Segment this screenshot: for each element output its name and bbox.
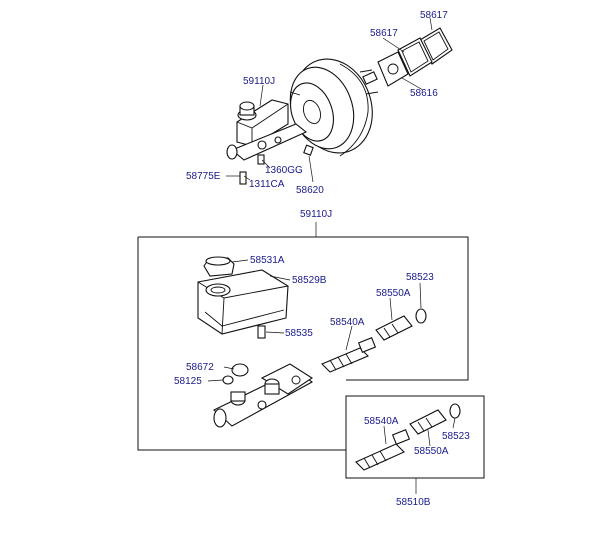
- piston-b: [355, 429, 411, 471]
- plug: [231, 363, 249, 377]
- leader-lines-top: [226, 17, 433, 183]
- label-sensor: 58775E: [186, 171, 221, 182]
- label-bolt-1360: 1360GG: [265, 165, 303, 176]
- grommet-b: [449, 403, 461, 419]
- label-grommet-a: 58523: [406, 272, 434, 283]
- label-plug-b: 58125: [174, 376, 202, 387]
- connector: [362, 71, 378, 85]
- label-kit: 58510B: [396, 497, 431, 508]
- label-grommet-b: 58523: [442, 431, 470, 442]
- label-reservoir: 58529B: [292, 275, 327, 286]
- master-cylinder-body: [213, 363, 314, 428]
- kit-box-outline: [345, 395, 485, 479]
- label-piston-a: 58540A: [330, 317, 365, 328]
- label-gasket-inner: 58617: [370, 28, 398, 39]
- label-spacer: 58616: [410, 88, 438, 99]
- gasket-inner: [397, 37, 433, 77]
- label-master-cyl-detail: 59110J: [300, 209, 332, 220]
- label-cap: 58531A: [250, 255, 285, 266]
- label-piston-b: 58540A: [364, 416, 399, 427]
- label-master-cyl-top: 59110J: [243, 76, 275, 87]
- piston-a: [321, 337, 377, 373]
- label-plug: 58672: [186, 362, 214, 373]
- spacer: [377, 51, 409, 87]
- bolts-top: [239, 144, 314, 185]
- label-gasket-outer: 58617: [420, 10, 448, 21]
- master-cylinder-top: [226, 99, 308, 161]
- brake-booster: [289, 58, 379, 157]
- plug-b: [222, 375, 234, 385]
- reservoir: [197, 269, 289, 335]
- label-seal-b: 58550A: [414, 446, 449, 457]
- label-bolt-1311: 1311CA: [249, 179, 285, 190]
- pin: [257, 325, 266, 339]
- grommet-a: [415, 308, 427, 324]
- seal-b: [409, 409, 447, 435]
- label-seal-a: 58550A: [376, 288, 411, 299]
- reservoir-cap: [203, 256, 235, 277]
- leader-lines-kit: [383, 417, 456, 494]
- label-nut: 58620: [296, 185, 324, 196]
- seal-a: [375, 315, 413, 341]
- detail-box-outline: [137, 236, 469, 451]
- leader-lines-detail: [207, 259, 422, 382]
- label-pin: 58535: [285, 328, 313, 339]
